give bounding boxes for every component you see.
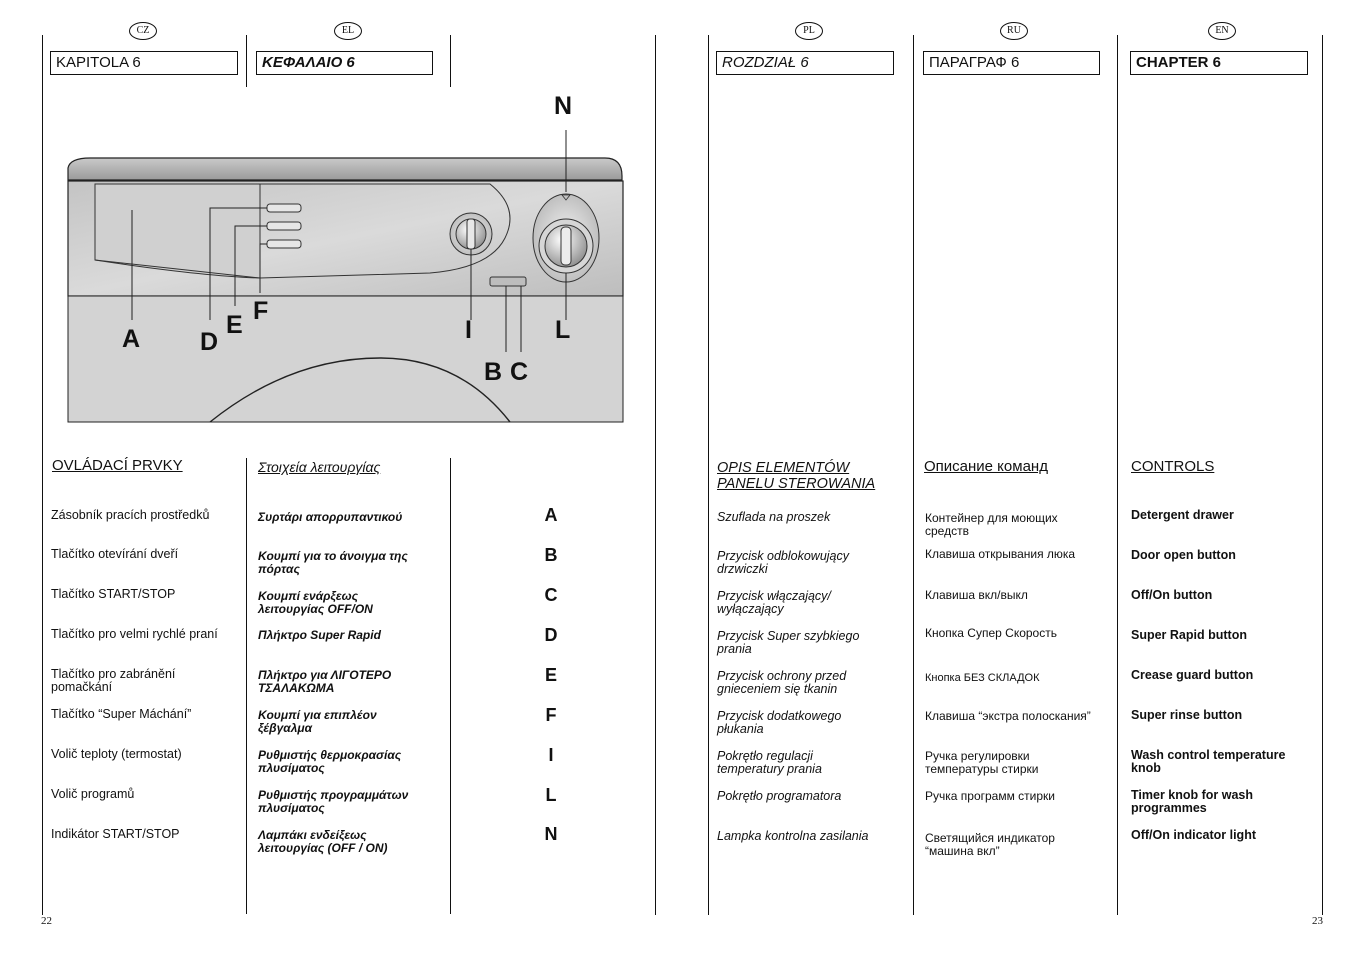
list-item: Контейнер для моющих средств — [925, 511, 1058, 538]
chapter-title-cz: KAPITOLA 6 — [50, 51, 238, 75]
key-letter: A — [544, 505, 558, 525]
list-item: Indikátor START/STOP — [51, 827, 180, 841]
callout-label-a: A — [122, 325, 140, 353]
callout-label-i: I — [465, 316, 472, 344]
callout-label-e: E — [226, 311, 243, 339]
page-number-right: 23 — [1312, 915, 1323, 927]
rule-el-key-top — [450, 35, 451, 87]
heading-en: CONTROLS — [1131, 458, 1215, 475]
list-item: Wash control temperature knob — [1131, 748, 1286, 775]
list-item: Συρτάρι απορρυπαντικού — [258, 510, 403, 524]
lang-badge-en: EN — [1208, 22, 1236, 40]
chapter-title-el: ΚΕΦΑΛΑΙΟ 6 — [256, 51, 433, 75]
list-item: Tlačítko “Super Máchání” — [51, 707, 192, 721]
callout-label-d: D — [200, 328, 218, 356]
key-letter: E — [544, 665, 557, 685]
list-item: Светящийся индикатор “машина вкл” — [925, 831, 1055, 858]
list-item: Πλήκτρο Super Rapid — [258, 628, 381, 642]
list-item: Super rinse button — [1131, 708, 1243, 722]
heading-cz: OVLÁDACÍ PRVKY — [52, 457, 183, 474]
list-item: Zásobník pracích prostředků — [51, 508, 210, 522]
key-letter: C — [544, 585, 558, 605]
list-item: Ручка регулировки температуры стирки — [925, 749, 1039, 776]
list-item: Detergent drawer — [1131, 508, 1234, 522]
list-item: Volič programů — [51, 787, 135, 801]
heading-el: Στοιχεία λειτουργίας — [258, 459, 381, 475]
list-item: Tlačítko otevírání dveří — [51, 547, 179, 561]
list-item: Ρυθμιστής θερμοκρασίας πλυσίματος — [258, 748, 402, 775]
list-item: Tlačítko pro zabránění pomačkání — [51, 667, 176, 694]
key-letter: N — [544, 824, 558, 844]
chapter-title-ru: ПАРАГРАФ 6 — [923, 51, 1100, 75]
callout-label-b: B — [484, 358, 502, 386]
list-item: Pokrętło programatora — [717, 789, 842, 803]
chapter-title-pl: ROZDZIAŁ 6 — [716, 51, 894, 75]
lang-badge-el: EL — [334, 22, 362, 40]
key-letter: B — [544, 545, 558, 565]
list-item: Przycisk Super szybkiego prania — [717, 629, 860, 656]
lang-badge-ru: RU — [1000, 22, 1028, 40]
page-number-left: 22 — [41, 915, 52, 927]
list-item: Tlačítko START/STOP — [51, 587, 176, 601]
heading-pl: OPIS ELEMENTÓW PANELU STEROWANIA — [717, 460, 876, 492]
list-item: Door open button — [1131, 548, 1236, 562]
rule-right-page-edge — [1322, 35, 1323, 915]
rule-left-page-edge — [655, 35, 656, 915]
list-item: Кнопка БЕЗ СКЛАДОК — [925, 672, 1040, 684]
lang-badge-pl: PL — [795, 22, 823, 40]
key-letter: D — [544, 625, 558, 645]
list-item: Λαμπάκι ενδείξεως λειτουργίας (OFF / ON) — [258, 828, 388, 855]
rule-el-key-bottom — [450, 458, 451, 914]
list-item: Volič teploty (termostat) — [51, 747, 182, 761]
rule-pl-left — [708, 35, 709, 915]
list-item: Przycisk dodatkowego płukania — [717, 709, 842, 736]
control-panel-diagram: A D E F I B C L N — [67, 92, 624, 423]
list-item: Pokrętło regulacji temperatury prania — [717, 749, 822, 776]
list-item: Ручка программ стирки — [925, 789, 1056, 803]
lang-badge-cz: CZ — [129, 22, 157, 40]
list-item: Клавиша “экстра полоскания” — [925, 709, 1091, 723]
list-item: Przycisk włączający/ wyłączający — [717, 589, 831, 616]
callout-label-f: F — [253, 297, 268, 325]
list-item: Off/On indicator light — [1131, 828, 1256, 842]
list-item: Кнопка Супер Скорость — [925, 626, 1057, 640]
list-item: Κουμπί για το άνοιγμα της πόρτας — [258, 549, 408, 576]
list-item: Πλήκτρο για ΛΙΓΟΤΕΡΟ ΤΣΑΛΑΚΩΜΑ — [258, 668, 392, 695]
rule-ru-en — [1117, 35, 1118, 915]
heading-ru: Описание команд — [924, 458, 1048, 475]
list-item: Κουμπί ενάρξεως λειτουργίας OFF/ON — [258, 589, 373, 616]
list-item: Tlačítko pro velmi rychlé praní — [51, 627, 218, 641]
list-item: Super Rapid button — [1131, 628, 1247, 642]
list-item: Lampka kontrolna zasilania — [717, 829, 869, 843]
list-item: Клавиша открывания люка — [925, 547, 1076, 561]
rule-left-margin — [42, 35, 43, 915]
key-letter: F — [545, 705, 557, 725]
callout-label-c: C — [510, 358, 528, 386]
list-item: Κουμπί για επιπλέον ξέβγαλμα — [258, 708, 377, 735]
rule-cz-el-top — [246, 35, 247, 87]
chapter-title-en: CHAPTER 6 — [1130, 51, 1308, 75]
callout-label-n: N — [554, 92, 572, 120]
rule-pl-ru — [913, 35, 914, 915]
list-item: Клавиша вкл/выкл — [925, 588, 1028, 602]
list-item: Timer knob for wash programmes — [1131, 788, 1254, 815]
key-letter: L — [545, 785, 557, 805]
rule-cz-el-bottom — [246, 458, 247, 914]
list-item: Przycisk odblokowujący drzwiczki — [717, 549, 849, 576]
list-item: Crease guard button — [1131, 668, 1254, 682]
list-item: Szuflada na proszek — [717, 510, 831, 524]
list-item: Off/On button — [1131, 588, 1213, 602]
key-letter: I — [548, 745, 554, 765]
callout-label-l: L — [555, 316, 570, 344]
list-item: Przycisk ochrony przed gnieceniem się tk… — [717, 669, 847, 696]
list-item: Ρυθμιστής προγραμμάτων πλυσίματος — [258, 788, 409, 815]
